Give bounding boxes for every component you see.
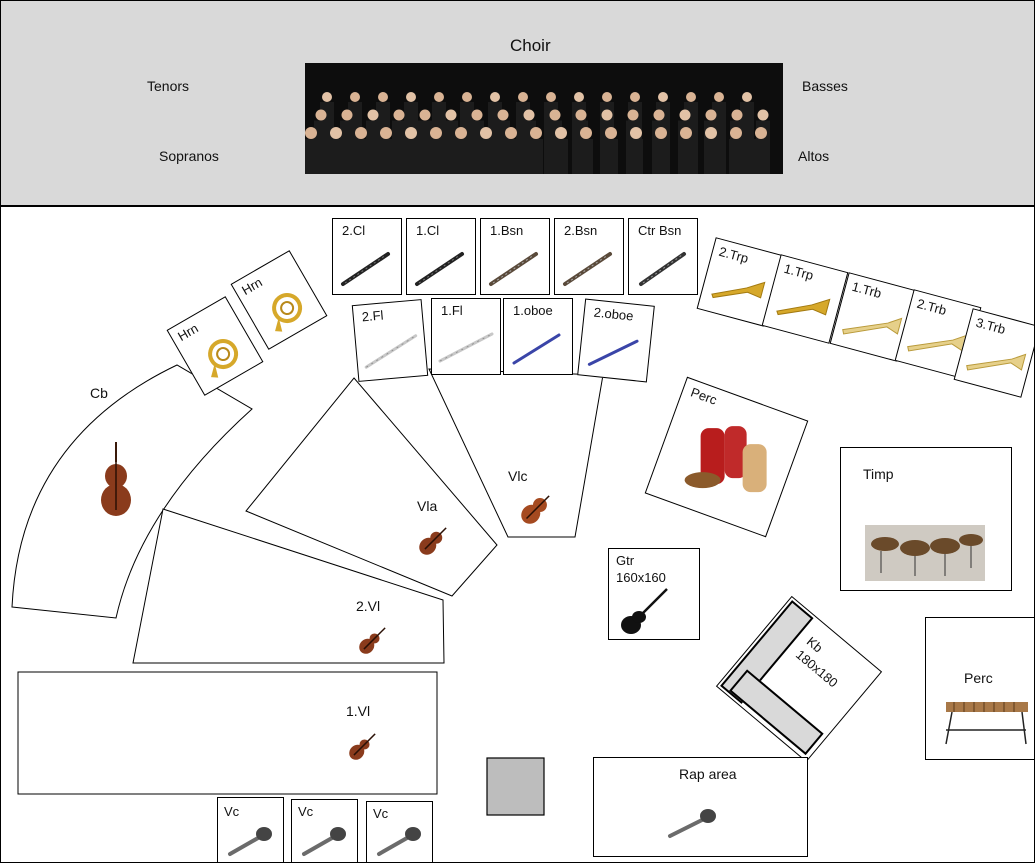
- flute-2-box[interactable]: 2.Fl: [352, 299, 428, 382]
- flute-icon: [432, 299, 502, 376]
- percussion-2-box[interactable]: Perc: [925, 617, 1035, 760]
- conductor-podium[interactable]: [487, 758, 544, 815]
- timpani-drums-icon: [841, 448, 1013, 592]
- microphone-icon: [594, 758, 809, 858]
- oboe-2-box[interactable]: 2.oboe: [577, 299, 655, 383]
- viola-label: Vla: [417, 498, 437, 514]
- bassoon-icon: [481, 219, 551, 296]
- clarinet-icon: [333, 219, 403, 296]
- flute-icon: [353, 300, 429, 383]
- clarinet-2-box[interactable]: 2.Cl: [332, 218, 402, 295]
- flute-1-box[interactable]: 1.Fl: [431, 298, 501, 375]
- violin-icon: [341, 728, 381, 768]
- cello-icon: [515, 490, 555, 530]
- bassoon-2-box[interactable]: 2.Bsn: [554, 218, 624, 295]
- timpani-box[interactable]: Timp: [840, 447, 1012, 591]
- microphone-icon: [292, 800, 359, 864]
- contrabassoon-box[interactable]: Ctr Bsn: [628, 218, 698, 295]
- bassoon-1-box[interactable]: 1.Bsn: [480, 218, 550, 295]
- microphone-icon: [367, 802, 434, 864]
- vocal-3-box[interactable]: Vc: [366, 801, 433, 863]
- vocal-2-box[interactable]: Vc: [291, 799, 358, 863]
- vocal-1-box[interactable]: Vc: [217, 797, 284, 863]
- violin-1-label: 1.Vl: [346, 703, 370, 719]
- contrabassoon-icon: [629, 219, 699, 296]
- double-bass-icon: [96, 440, 136, 520]
- bassoon-icon: [555, 219, 625, 296]
- microphone-icon: [218, 798, 285, 864]
- guitar-icon: [609, 549, 701, 641]
- cello-section-label: Vlc: [508, 468, 527, 484]
- violin-2-label: 2.Vl: [356, 598, 380, 614]
- clarinet-icon: [407, 219, 477, 296]
- viola-icon: [412, 522, 452, 562]
- clarinet-1-box[interactable]: 1.Cl: [406, 218, 476, 295]
- violin-icon: [351, 622, 391, 662]
- oboe-icon: [504, 299, 574, 376]
- marimba-icon: [926, 618, 1035, 761]
- rap-area-box[interactable]: Rap area: [593, 757, 808, 857]
- contrabass-label: Cb: [90, 385, 108, 401]
- guitar-box[interactable]: Gtr 160x160: [608, 548, 700, 640]
- oboe-1-box[interactable]: 1.oboe: [503, 298, 573, 375]
- oboe-icon: [578, 300, 656, 384]
